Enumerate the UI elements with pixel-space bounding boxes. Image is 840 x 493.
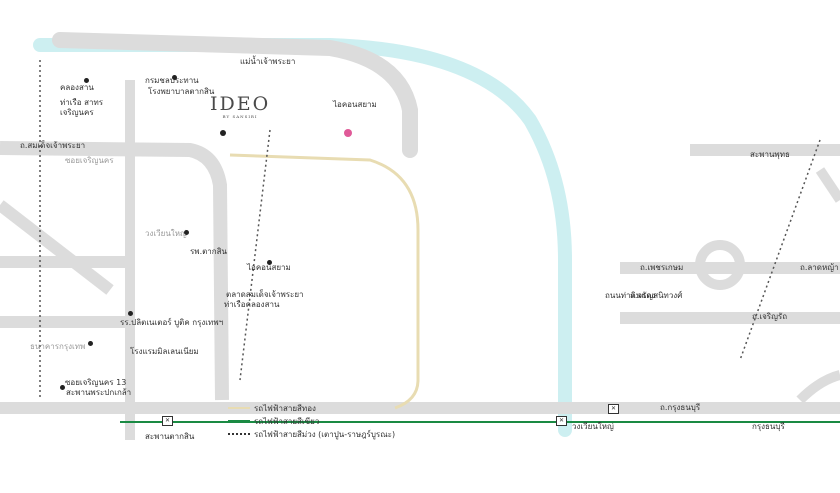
place-7: ไอคอนสยาม: [247, 263, 291, 272]
poi-dot-5: [128, 311, 133, 316]
station-icon-saphan-taksin[interactable]: ✕: [162, 416, 173, 426]
poi-dot-2: [84, 78, 89, 83]
legend-swatch-gold: [228, 407, 250, 409]
legend-label-gold: รถไฟฟ้าสายสีทอง: [254, 404, 316, 413]
place-10: ท่าเรือคลองสาน: [224, 300, 280, 309]
legend-label-green: รถไฟฟ้าสายสีเขียว: [254, 417, 320, 426]
place-17: สะพานตากสิน: [145, 432, 195, 441]
road-diagonal-right: [815, 167, 840, 203]
station-icon-krungthon-buri[interactable]: ✕: [608, 404, 619, 414]
place-21: สะพานพระปกเกล้า: [66, 388, 132, 397]
place-16: กรุงธนบุรี: [752, 422, 785, 431]
place-4: ไอคอนสยาม: [333, 100, 377, 109]
mrt-purple-track: [39, 60, 821, 400]
place-19: เจริญนคร: [60, 108, 94, 117]
road-bottom-right-curve: [796, 370, 840, 404]
poi-dot-4: [267, 260, 272, 265]
logo-title: IDEO: [210, 93, 271, 115]
place-22: ถนนท่าดินแดง: [605, 291, 656, 300]
place-2: โรงพยาบาลตากสิน: [148, 87, 215, 96]
map-legend: รถไฟฟ้าสายสีทอง รถไฟฟ้าสายสีเขียว รถไฟฟ้…: [228, 401, 408, 440]
place-12: โรงแรมมิลเลนเนียม: [130, 347, 199, 356]
poi-dot-7: [60, 385, 65, 390]
road-label-krungthon: ถ.กรุงธนบุรี: [660, 403, 701, 412]
road-label-somdet: ถ.สมเด็จเจ้าพระยา: [20, 141, 86, 150]
road-river-front: [52, 32, 418, 158]
place-18: คลองสาน: [60, 83, 94, 92]
place-13: ธนาคารกรุงเทพ: [30, 342, 86, 351]
project-logo: IDEO BY SANSIRI: [210, 94, 270, 119]
mrt-purple-track-mid: [239, 129, 271, 381]
legend-gold-line: รถไฟฟ้าสายสีทอง: [228, 401, 408, 414]
road-label-charoenrat: ถ.เจริญรัถ: [752, 312, 788, 321]
place-6: วงเวียนใหญ่: [145, 229, 187, 238]
place-14: ซอยเจริญนคร 13: [65, 378, 127, 387]
place-15: สะพานพุทธ: [750, 150, 790, 159]
place-9: ตลาดสมเด็จเจ้าพระยา: [226, 290, 304, 299]
road-label-charansanit: ถ.จรัญสนิทวงศ์: [630, 291, 683, 300]
place-5: ซอยเจริญนคร: [65, 156, 114, 165]
station-icon-wongwian-yai[interactable]: ✕: [556, 416, 567, 426]
legend-swatch-green: [228, 420, 250, 422]
poi-dot-6: [88, 341, 93, 346]
logo-subtitle: BY SANSIRI: [222, 114, 258, 119]
place-20: วงเวียนใหญ่: [572, 422, 614, 431]
project-location-marker: [344, 129, 352, 137]
road-label-latya: ถ.ลาดหญ้า: [800, 263, 839, 272]
place-8: รพ.ตากสิน: [190, 247, 227, 256]
road-somdet: [0, 141, 229, 401]
legend-swatch-purple: [228, 433, 250, 435]
legend-label-purple: รถไฟฟ้าสายสีม่วง (เตาปูน-ราษฎร์บูรณะ): [254, 430, 396, 439]
gold-line-track: [229, 153, 420, 410]
poi-dot-3: [184, 230, 189, 235]
road-label-petchkasem: ถ.เพชรเกษม: [640, 263, 684, 272]
chao-phraya-river: [33, 38, 572, 437]
road-diagonal-left: [0, 200, 114, 295]
place-11: รร.ปลิตเนเตอร์ บูติค กรุงเทพฯ: [120, 318, 224, 327]
legend-purple-line: รถไฟฟ้าสายสีม่วง (เตาปูน-ราษฎร์บูรณะ): [228, 427, 408, 440]
poi-dot-1: [172, 75, 177, 80]
place-1: กรมชลประทาน: [145, 76, 199, 85]
logo-pin: [220, 130, 226, 136]
legend-green-line: รถไฟฟ้าสายสีเขียว: [228, 414, 408, 427]
place-3: ท่าเรือ สาทร: [60, 98, 104, 107]
river-label: แม่น้ำเจ้าพระยา: [240, 57, 296, 66]
wongwian-yai-circle: [695, 240, 745, 290]
